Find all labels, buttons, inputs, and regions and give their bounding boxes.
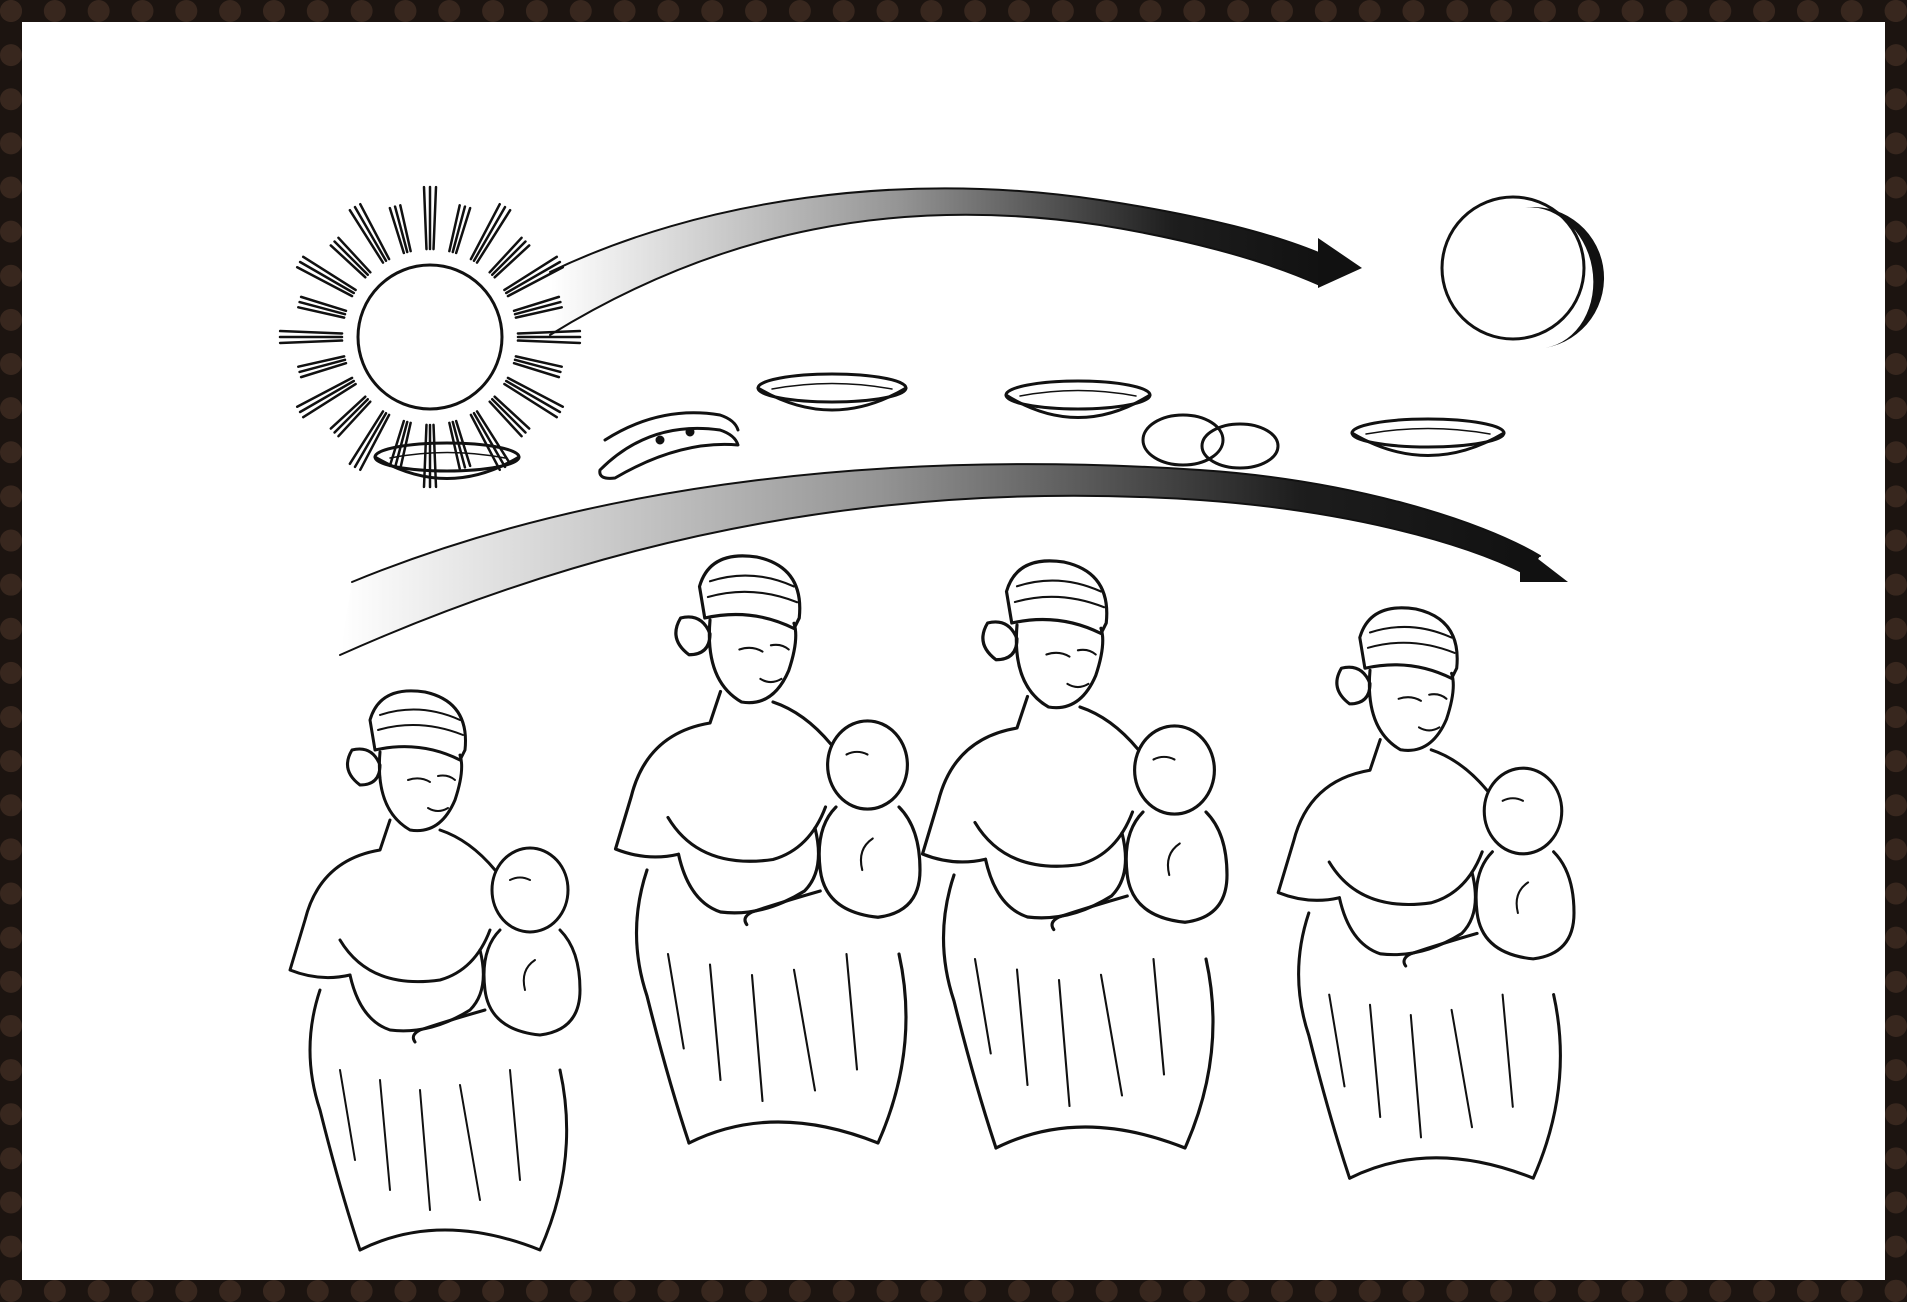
sun-ray: [518, 331, 580, 333]
bananas-icon: [600, 413, 738, 479]
day-arc-arrow: [550, 188, 1362, 335]
sun-ray: [424, 187, 426, 249]
sun-ray: [300, 262, 354, 293]
bowl-icon: [1006, 381, 1150, 418]
sun-ray: [355, 413, 386, 467]
sun-ray: [492, 242, 525, 275]
sun-ray: [300, 381, 354, 412]
bowl-icon: [1352, 419, 1504, 456]
bowl-icon: [758, 374, 906, 410]
sun-ray: [474, 413, 505, 467]
mother-child-1: [290, 691, 580, 1250]
moon-icon: [1442, 196, 1615, 348]
sun-ray: [335, 399, 368, 432]
eggs-icon: [1143, 415, 1278, 468]
mother-child-2: [616, 556, 921, 1143]
sun-ray: [506, 381, 560, 412]
mother-child-4: [1278, 608, 1574, 1178]
sun-ray: [492, 399, 525, 432]
sun-ray: [280, 331, 342, 333]
sun-ray: [335, 242, 368, 275]
sun-ray: [474, 207, 505, 261]
sun-ray: [434, 187, 436, 249]
sun-ray: [518, 341, 580, 343]
feeding-arc-arrow: [340, 464, 1568, 655]
sun-ray: [355, 207, 386, 261]
sun-ray: [280, 341, 342, 343]
mother-child-3: [923, 561, 1228, 1148]
